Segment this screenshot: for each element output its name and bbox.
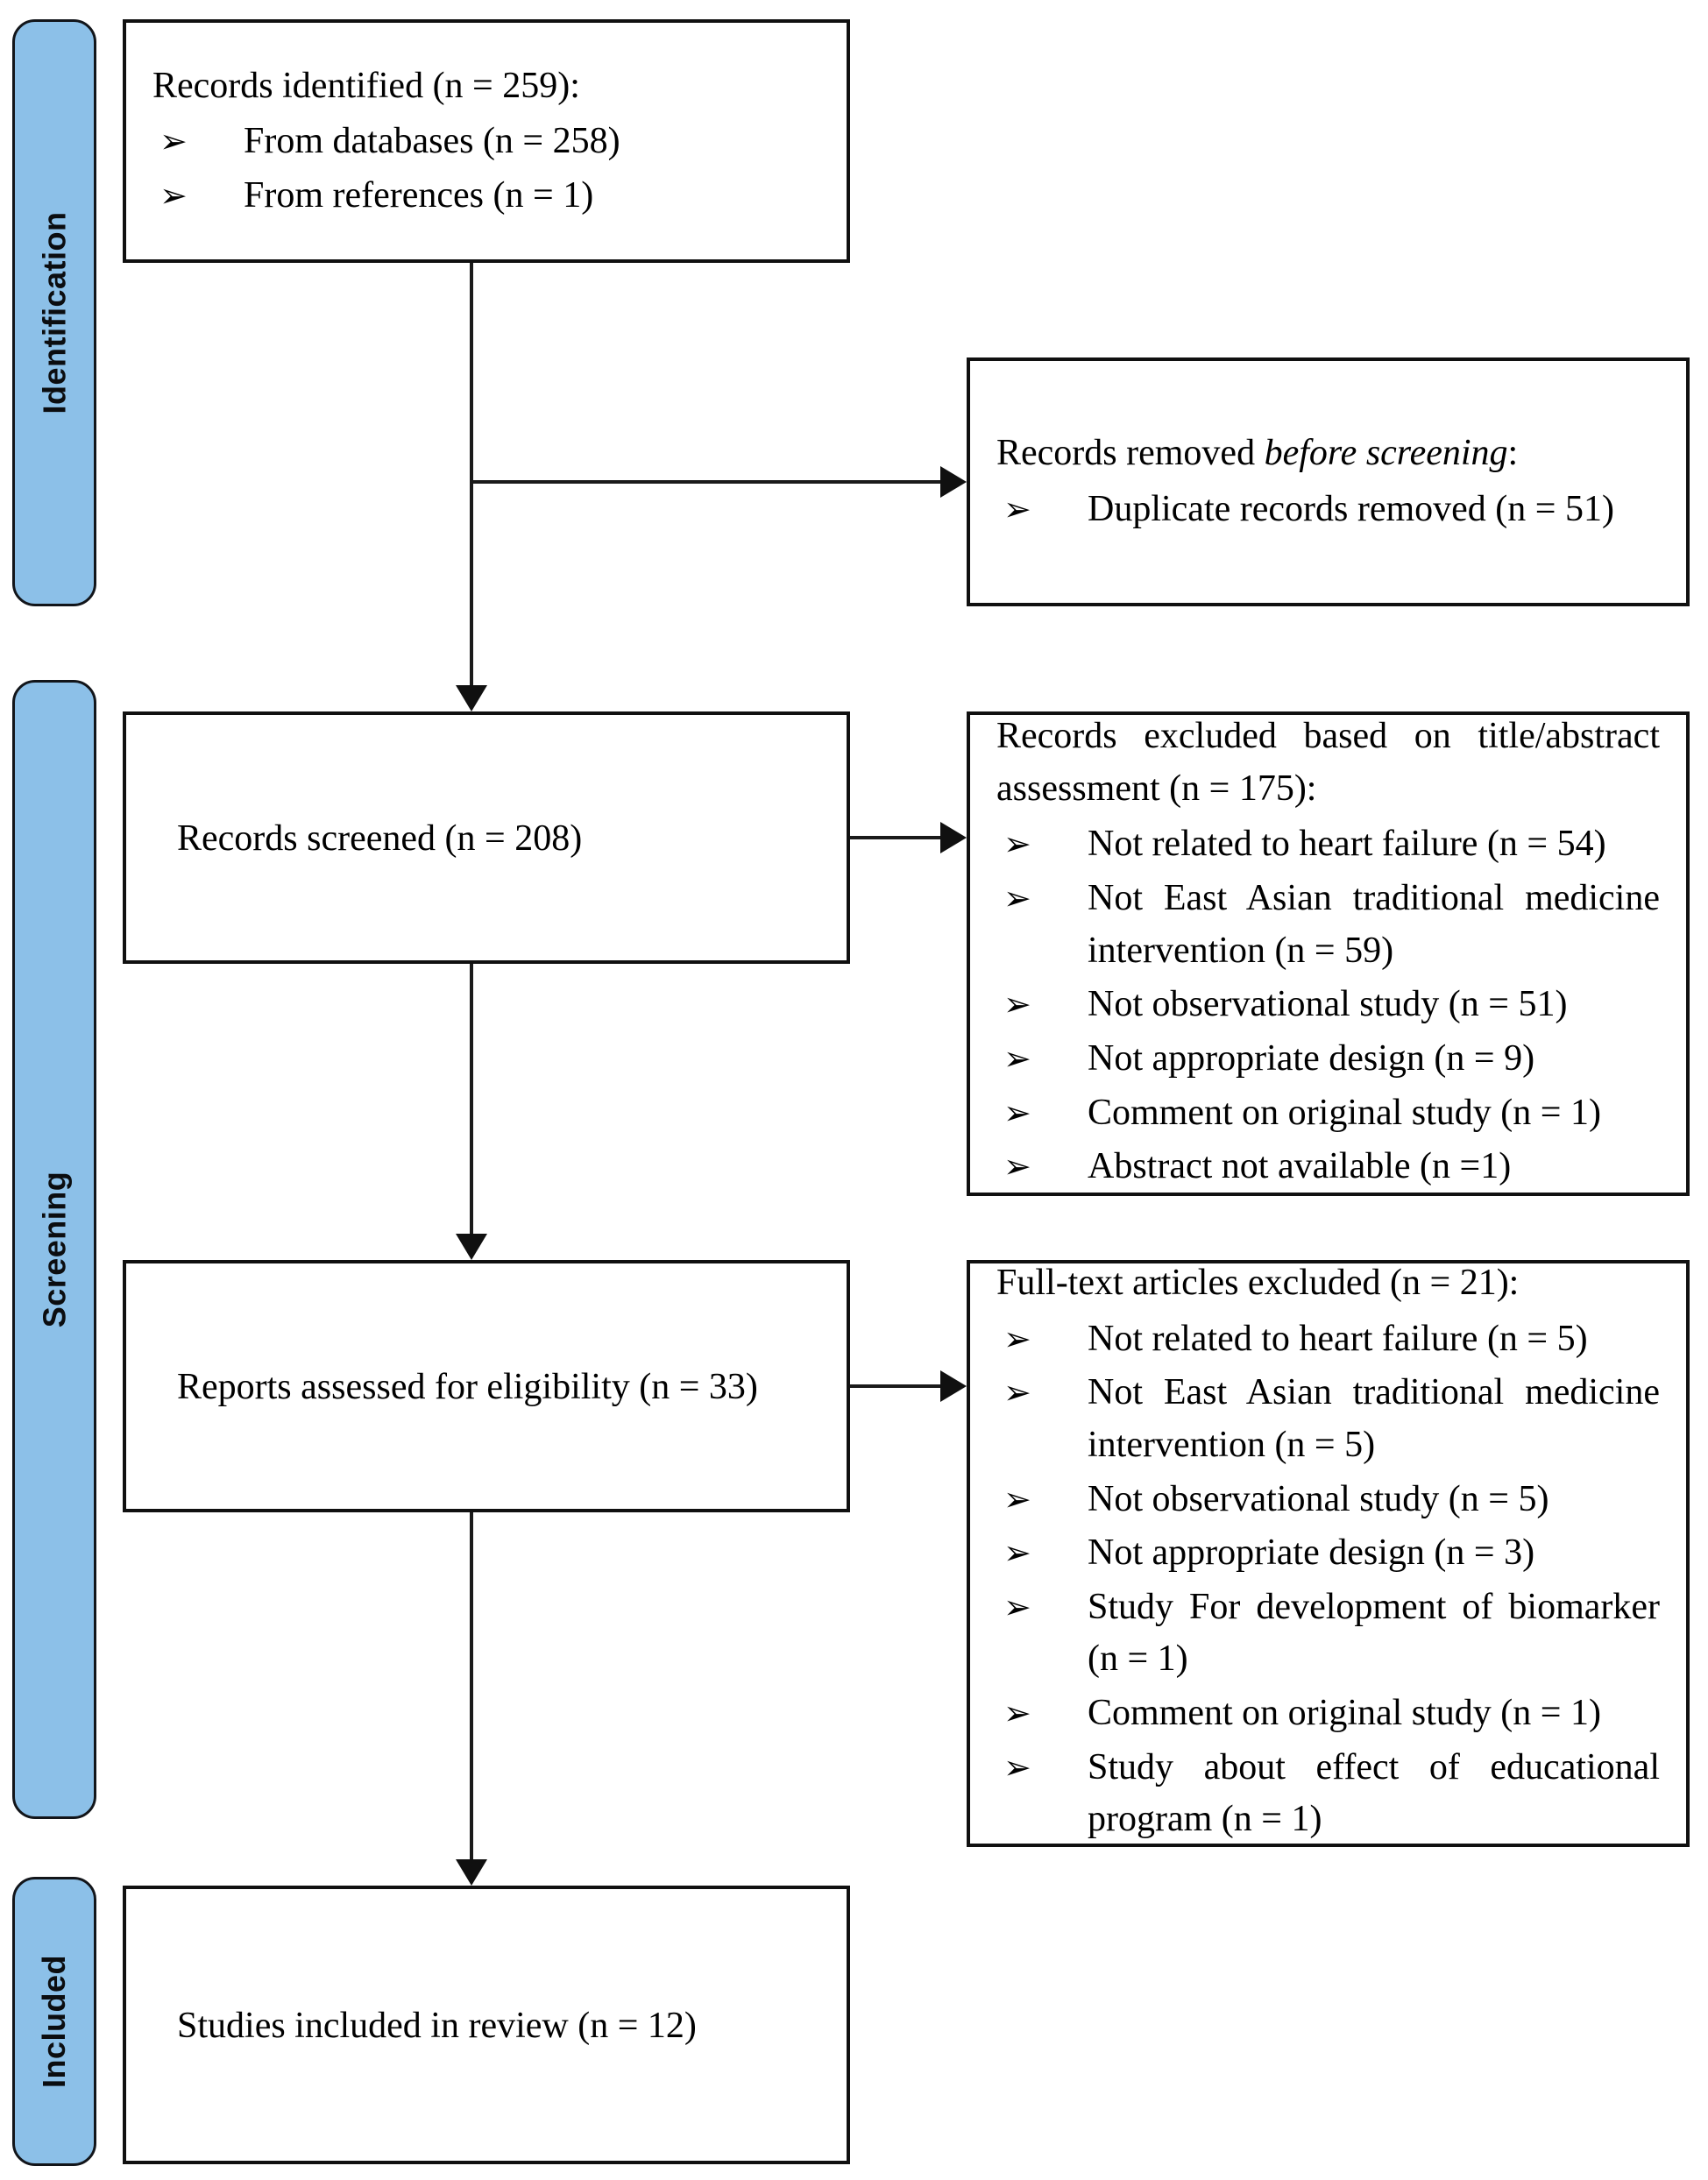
arrow-down-to-records-screened	[456, 685, 487, 711]
list-item-label: Comment on original study (n = 1)	[1088, 1693, 1601, 1734]
box-studies-included: Studies included in review (n = 12)	[123, 1886, 850, 2164]
list-item-label: Duplicate records removed (n = 51)	[1088, 489, 1614, 529]
reports-assessed-title: Reports assessed for eligibility (n = 33…	[177, 1366, 758, 1407]
records-removed-title: Records removed before screening:	[996, 428, 1660, 480]
arrow-down-to-studies-included	[456, 1859, 487, 1886]
connector-reports-to-studies-included	[470, 1512, 473, 1859]
list-item: ➢ Not observational study (n = 5)	[996, 1474, 1660, 1526]
list-item: ➢ Abstract not available (n =1)	[996, 1141, 1660, 1193]
fulltext-excluded-list: ➢ Not related to heart failure (n = 5) ➢…	[996, 1313, 1660, 1848]
arrow-bullet-icon: ➢	[159, 175, 188, 215]
arrow-bullet-icon: ➢	[1003, 1319, 1031, 1358]
records-removed-title-suffix: :	[1507, 433, 1519, 474]
list-item-label: Not related to heart failure (n = 5)	[1088, 1318, 1588, 1359]
records-removed-title-italic: before screening	[1264, 433, 1508, 474]
box-records-removed-before-screening: Records removed before screening: ➢ Dupl…	[967, 357, 1690, 606]
list-item-label: Not appropriate design (n = 9)	[1088, 1037, 1535, 1079]
list-item: ➢ Not East Asian traditional medicine in…	[996, 873, 1660, 977]
list-item: ➢ Comment on original study (n = 1)	[996, 1087, 1660, 1140]
box-fulltext-excluded: Full-text articles excluded (n = 21): ➢ …	[967, 1260, 1690, 1847]
connector-screened-to-reports	[470, 964, 473, 1234]
list-item-label: Not appropriate design (n = 3)	[1088, 1532, 1535, 1574]
arrow-bullet-icon: ➢	[1003, 1093, 1031, 1132]
records-removed-list: ➢ Duplicate records removed (n = 51)	[996, 484, 1660, 538]
list-item: ➢ Comment on original study (n = 1)	[996, 1688, 1660, 1740]
connector-screened-to-excluded	[850, 836, 940, 839]
list-item-label: Abstract not available (n =1)	[1088, 1146, 1512, 1187]
records-removed-title-prefix: Records removed	[996, 433, 1265, 474]
fulltext-excluded-title: Full-text articles excluded (n = 21):	[996, 1263, 1520, 1304]
connector-identified-to-screened	[470, 263, 473, 685]
list-item-label: Not observational study (n = 51)	[1088, 984, 1568, 1025]
arrow-bullet-icon: ➢	[1003, 1533, 1031, 1573]
list-item: ➢ From databases (n = 258)	[152, 116, 820, 168]
list-item-label: Study For development of biomarker (n = …	[1088, 1586, 1660, 1680]
box-reports-assessed-eligibility: Reports assessed for eligibility (n = 33…	[123, 1260, 850, 1512]
arrow-bullet-icon: ➢	[1003, 1373, 1031, 1412]
list-item: ➢ From references (n = 1)	[152, 170, 820, 223]
connector-reports-to-fulltext-excluded	[850, 1384, 940, 1388]
list-item: ➢ Not appropriate design (n = 3)	[996, 1527, 1660, 1580]
box-records-excluded: Records excluded based on title/abstract…	[967, 711, 1690, 1196]
phase-bar-identification: Identification	[12, 19, 96, 606]
list-item: ➢ Study For development of biomarker (n …	[996, 1582, 1660, 1686]
records-identified-list: ➢ From databases (n = 258) ➢ From refere…	[152, 116, 820, 223]
arrow-bullet-icon: ➢	[1003, 1147, 1031, 1186]
arrow-bullet-icon: ➢	[1003, 1694, 1031, 1733]
arrow-bullet-icon: ➢	[1003, 1747, 1031, 1787]
records-excluded-list: ➢ Not related to heart failure (n = 54) …	[996, 818, 1660, 1194]
arrow-right-to-records-removed	[940, 466, 967, 498]
list-item-label: Not observational study (n = 5)	[1088, 1478, 1549, 1519]
arrow-bullet-icon: ➢	[1003, 879, 1031, 918]
list-item-label: Not related to heart failure (n = 54)	[1088, 824, 1606, 865]
arrow-bullet-icon: ➢	[1003, 1038, 1031, 1078]
list-item-label: Not East Asian traditional medicine inte…	[1088, 1372, 1660, 1465]
phase-label-identification: Identification	[36, 211, 72, 414]
records-identified-title: Records identified (n = 259):	[152, 65, 580, 106]
list-item: ➢ Not East Asian traditional medicine in…	[996, 1367, 1660, 1471]
arrow-bullet-icon: ➢	[159, 122, 188, 161]
phase-bar-screening: Screening	[12, 680, 96, 1819]
arrow-bullet-icon: ➢	[1003, 825, 1031, 864]
list-item-label: Not East Asian traditional medicine inte…	[1088, 878, 1660, 971]
phase-label-screening: Screening	[36, 1171, 72, 1328]
studies-included-title: Studies included in review (n = 12)	[177, 2005, 697, 2046]
list-item-label: Comment on original study (n = 1)	[1088, 1092, 1601, 1133]
records-excluded-title: Records excluded based on title/abstract…	[996, 716, 1660, 809]
list-item-label: From references (n = 1)	[244, 174, 594, 216]
list-item: ➢ Study about effect of educational prog…	[996, 1742, 1660, 1846]
arrow-down-to-reports-assessed	[456, 1234, 487, 1260]
phase-bar-included: Included	[12, 1877, 96, 2166]
list-item-label: From databases (n = 258)	[244, 121, 620, 162]
arrow-bullet-icon: ➢	[1003, 490, 1031, 528]
list-item: ➢ Not appropriate design (n = 9)	[996, 1033, 1660, 1086]
box-records-screened: Records screened (n = 208)	[123, 711, 850, 964]
arrow-right-to-fulltext-excluded	[940, 1370, 967, 1402]
arrow-right-to-records-excluded	[940, 822, 967, 853]
records-screened-title: Records screened (n = 208)	[177, 818, 583, 859]
phase-label-included: Included	[36, 1954, 73, 2089]
arrow-bullet-icon: ➢	[1003, 1479, 1031, 1518]
list-item: ➢ Duplicate records removed (n = 51)	[996, 484, 1660, 536]
arrow-bullet-icon: ➢	[1003, 985, 1031, 1024]
box-records-identified: Records identified (n = 259): ➢ From dat…	[123, 19, 850, 263]
arrow-bullet-icon: ➢	[1003, 1587, 1031, 1626]
connector-identified-to-removed	[470, 480, 940, 484]
list-item: ➢ Not observational study (n = 51)	[996, 979, 1660, 1031]
list-item: ➢ Not related to heart failure (n = 54)	[996, 818, 1660, 871]
list-item-label: Study about effect of educational progra…	[1088, 1746, 1660, 1840]
list-item: ➢ Not related to heart failure (n = 5)	[996, 1313, 1660, 1366]
